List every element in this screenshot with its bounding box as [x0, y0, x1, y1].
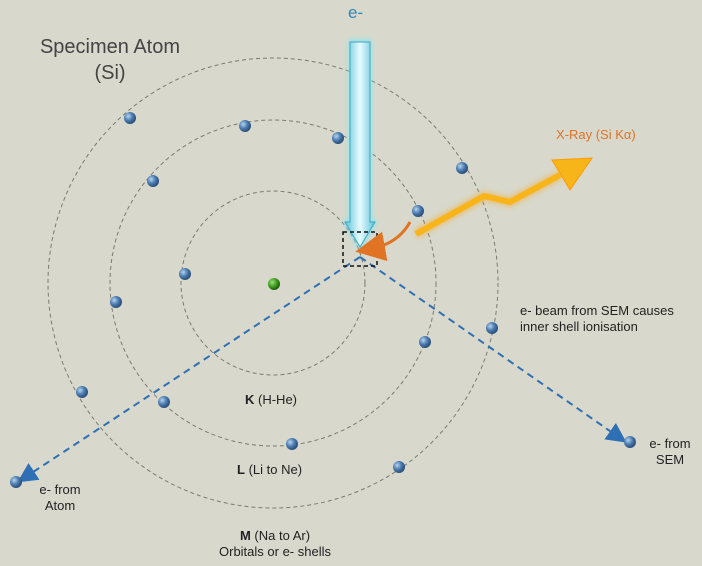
xray-arrow: [413, 157, 593, 238]
shell-l-range: (Li to Ne): [248, 462, 303, 477]
incoming-beam-arrow: [343, 40, 377, 250]
electron-m-2: [456, 162, 468, 174]
electron-m-3: [486, 322, 498, 334]
electrons: [10, 112, 636, 488]
shell-l-label: L (Li to Ne): [237, 462, 302, 478]
shell-m-range: (Na to Ar): [254, 528, 311, 543]
ejected-atom-line-1: e- from: [39, 482, 81, 497]
electron-l-8: [286, 438, 298, 450]
electron-l-5: [110, 296, 122, 308]
electron-l-3: [147, 175, 159, 187]
title-line-2: (Si): [94, 62, 126, 84]
xray-label: X-Ray (Si Kα): [556, 127, 636, 142]
scattered-sem-line-2: SEM: [655, 452, 685, 467]
shell-k: [180, 190, 366, 376]
shell-l: [109, 119, 437, 447]
scattered-sem-line-1: e- from: [649, 436, 691, 451]
atom-title: Specimen Atom (Si): [26, 34, 194, 86]
shell-k-range: (H-He): [258, 392, 298, 407]
scattered-electron-path: [359, 256, 627, 443]
nucleus: [268, 278, 280, 290]
electron-m-4: [76, 386, 88, 398]
title-line-1: Specimen Atom: [39, 36, 181, 58]
ejected-atom-line-2: Atom: [44, 498, 76, 513]
ejected-atom-label: e- from Atom: [30, 482, 90, 514]
scattered-sem-label: e- from SEM: [640, 436, 700, 468]
electron-from-sem: [624, 436, 636, 448]
shell-l-letter: L: [237, 462, 245, 477]
shell-m-label: M (Na to Ar) Orbitals or e- shells: [190, 528, 360, 560]
shell-m-letter: M: [239, 528, 251, 543]
electron-l-6: [419, 336, 431, 348]
electron-k-1: [179, 268, 191, 280]
shell-k-letter: K: [245, 392, 255, 407]
shells-caption: Orbitals or e- shells: [219, 544, 331, 559]
electron-l-7: [158, 396, 170, 408]
beam-note-line-1: e- beam from SEM causes: [520, 303, 674, 318]
beam-note-line-2: inner shell ionisation: [520, 319, 638, 334]
electron-l-2: [332, 132, 344, 144]
shell-k-label: K (H-He): [245, 392, 297, 408]
transition-arrow: [355, 221, 412, 262]
electron-m-1: [124, 112, 136, 124]
beam-note: e- beam from SEM causes inner shell ioni…: [520, 303, 674, 335]
electron-m-5: [393, 461, 405, 473]
electron-from-atom: [10, 476, 22, 488]
electron-l-1: [239, 120, 251, 132]
electron-l-4: [412, 205, 424, 217]
incoming-electron-label: e-: [348, 3, 364, 22]
shell-m: [47, 57, 499, 509]
